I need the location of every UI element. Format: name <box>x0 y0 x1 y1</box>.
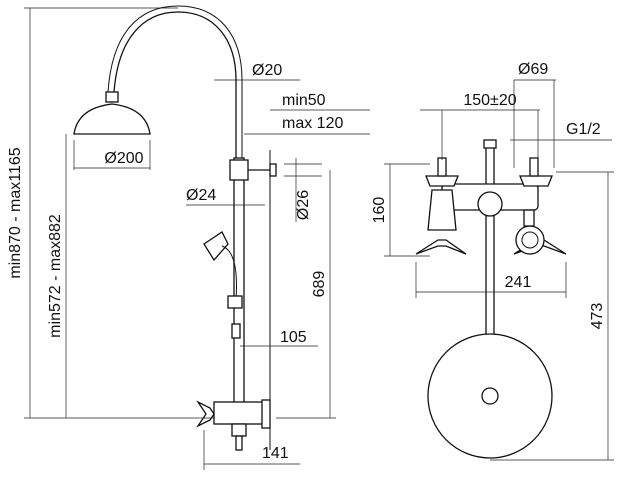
hand-shower-holder <box>227 295 243 309</box>
gooseneck-pipe-outer <box>107 5 243 158</box>
right-tap-top <box>519 175 553 187</box>
head-joint <box>105 91 119 103</box>
valve-outlet <box>235 435 243 451</box>
valve-width-label: 241 <box>505 274 532 291</box>
front-height-label: 473 <box>589 303 606 330</box>
front-hand-shower <box>515 225 545 255</box>
bracket-diameter-label: Ø26 <box>295 190 312 220</box>
slide-bar-stop <box>231 323 241 339</box>
left-tap-top <box>425 175 459 187</box>
valve-body <box>213 401 265 425</box>
overall-height-label: min870 - max1165 <box>7 147 24 278</box>
left-tap-handle <box>415 239 467 255</box>
escutcheon-diameter-label: Ø69 <box>518 61 548 78</box>
valve-spout <box>231 423 247 437</box>
handshower-offset-label: 105 <box>280 329 307 346</box>
valve-handle <box>196 400 215 428</box>
shower-head <box>73 103 151 135</box>
front-view: 150±20 Ø69 G1/2 160 241 473 <box>371 61 614 461</box>
thread-label: G1/2 <box>566 121 601 138</box>
front-hand-shower-holder <box>523 209 535 227</box>
hand-shower <box>203 231 229 262</box>
center-distance-label: 150±20 <box>463 92 516 109</box>
wall-bracket-plate <box>269 163 277 177</box>
hand-shower-hose <box>221 245 237 301</box>
valve-wall-plate <box>261 399 271 429</box>
valve-depth-label: 141 <box>262 445 289 462</box>
inner-height-label: min572 - max882 <box>47 214 64 338</box>
right-tap-stem <box>529 157 539 177</box>
head-diameter-label: Ø200 <box>104 150 143 167</box>
front-head-joint <box>481 387 499 405</box>
gooseneck-pipe <box>113 11 237 158</box>
reach-min-label: min50 <box>282 92 326 109</box>
left-tap-body <box>427 189 457 231</box>
reach-max-label: max 120 <box>282 115 343 132</box>
valve-height-label: 160 <box>371 197 388 224</box>
side-view: min870 - max1165 min572 - max882 Ø200 Ø2… <box>7 5 370 470</box>
left-tap-stem <box>437 157 447 177</box>
column-diameter-label: Ø24 <box>186 187 216 204</box>
column-collar <box>229 159 249 181</box>
pipe-diameter-label: Ø20 <box>252 62 282 79</box>
bracket-height-label: 689 <box>311 271 328 298</box>
front-column-top <box>483 139 497 149</box>
riser-column <box>233 157 245 404</box>
front-valve-centre <box>477 191 503 217</box>
